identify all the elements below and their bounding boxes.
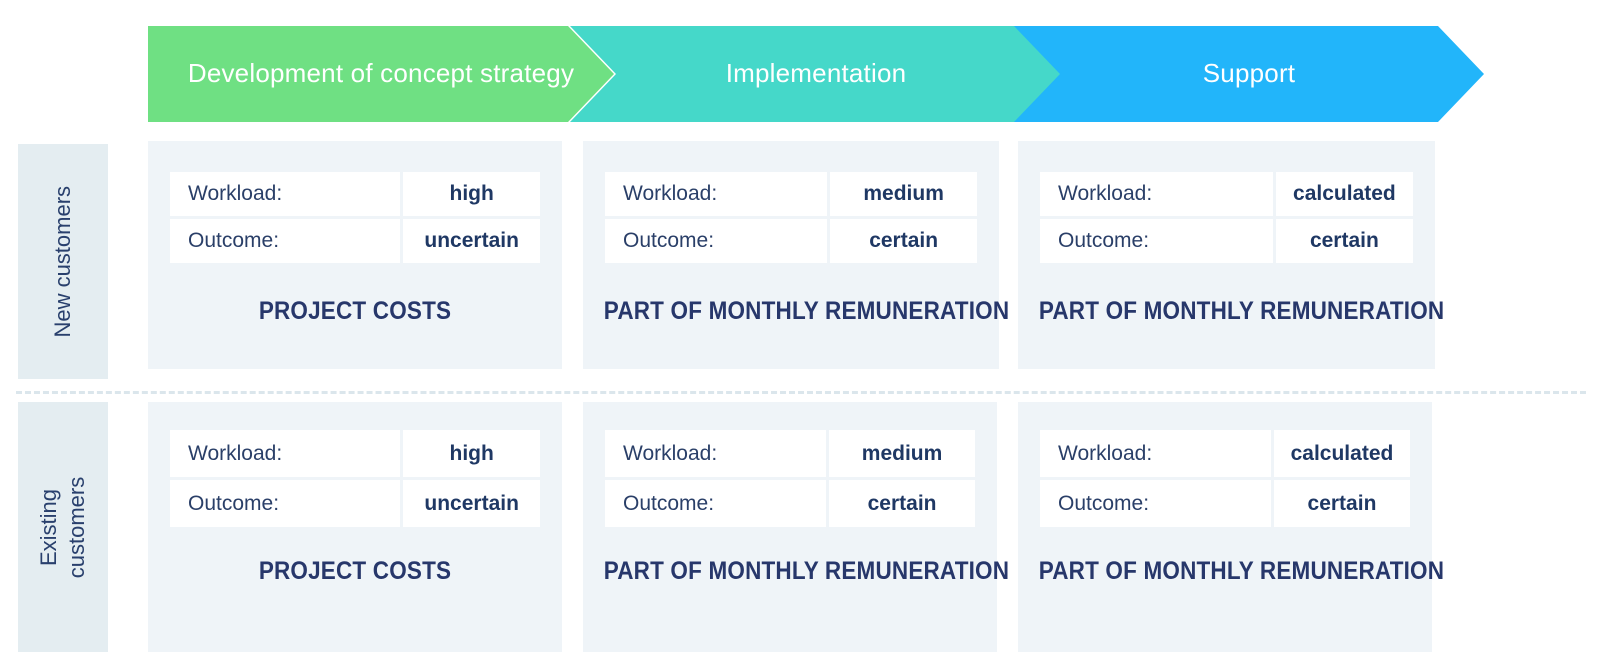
workload-label: Workload:	[605, 430, 827, 477]
outcome-label: Outcome:	[170, 480, 401, 527]
stage-arrow-development[interactable]: Development of concept strategy	[148, 26, 614, 122]
workload-value: medium	[830, 172, 977, 216]
outcome-label: Outcome:	[1040, 480, 1271, 527]
row-label-new-customers: New customers	[18, 144, 108, 379]
stage-arrow-implementation[interactable]: Implementation	[570, 26, 1062, 122]
row-label-new-customers-text: New customers	[50, 185, 76, 338]
outcome-value: certain	[829, 480, 975, 527]
workload-label: Workload:	[170, 430, 401, 477]
stage-label-development: Development of concept strategy	[187, 58, 575, 89]
cell-new-support[interactable]: Workload: calculated Outcome: certain PA…	[1018, 141, 1445, 369]
outcome-value: uncertain	[403, 480, 540, 527]
workload-label: Workload:	[1040, 430, 1271, 477]
stage-arrow-support[interactable]: Support	[1014, 26, 1484, 122]
kv-table: Workload: high Outcome: uncertain	[148, 172, 562, 266]
cell-existing-development[interactable]: Workload: high Outcome: uncertain PROJEC…	[148, 402, 562, 652]
kv-row-workload: Workload: high	[170, 430, 540, 477]
outcome-value: certain	[1273, 480, 1410, 527]
cell-new-implementation[interactable]: Workload: medium Outcome: certain PART O…	[583, 141, 1010, 369]
outcome-label: Outcome:	[605, 480, 827, 527]
kv-table: Workload: medium Outcome: certain	[583, 172, 999, 266]
cell-existing-implementation[interactable]: Workload: medium Outcome: certain PART O…	[583, 402, 1010, 652]
workload-label: Workload:	[605, 172, 828, 216]
kv-row-outcome: Outcome: uncertain	[170, 219, 540, 263]
cell-caption: PART OF MONTHLY REMUNERATION	[1038, 557, 1445, 585]
workload-label: Workload:	[1040, 172, 1273, 216]
workload-value: high	[403, 430, 540, 477]
kv-row-workload: Workload: calculated	[1040, 172, 1413, 216]
outcome-value: certain	[830, 219, 977, 263]
kv-table: Workload: calculated Outcome: certain	[1018, 172, 1435, 266]
workload-label: Workload:	[170, 172, 401, 216]
row-label-existing-customers: Existing customers	[18, 402, 108, 652]
outcome-value: uncertain	[403, 219, 540, 263]
kv-row-workload: Workload: medium	[605, 172, 977, 216]
outcome-value: certain	[1275, 219, 1413, 263]
kv-table: Workload: calculated Outcome: certain	[1018, 430, 1432, 530]
cell-new-development[interactable]: Workload: high Outcome: uncertain PROJEC…	[148, 141, 562, 369]
kv-row-outcome: Outcome: certain	[1040, 480, 1410, 527]
stage-label-support: Support	[1202, 58, 1296, 89]
cell-existing-support[interactable]: Workload: calculated Outcome: certain PA…	[1018, 402, 1445, 652]
row-label-existing-customers-text: Existing customers	[36, 476, 90, 578]
workload-value: high	[403, 172, 540, 216]
workload-value: calculated	[1273, 430, 1410, 477]
cell-caption: PART OF MONTHLY REMUNERATION	[1038, 297, 1445, 325]
outcome-label: Outcome:	[1040, 219, 1273, 263]
stage-label-implementation: Implementation	[725, 58, 907, 89]
kv-row-outcome: Outcome: certain	[605, 480, 975, 527]
cell-caption: PROJECT COSTS	[258, 557, 452, 585]
kv-row-outcome: Outcome: certain	[605, 219, 977, 263]
workload-value: calculated	[1275, 172, 1413, 216]
kv-row-workload: Workload: calculated	[1040, 430, 1410, 477]
outcome-label: Outcome:	[605, 219, 828, 263]
kv-table: Workload: medium Outcome: certain	[583, 430, 997, 530]
kv-row-outcome: Outcome: uncertain	[170, 480, 540, 527]
kv-row-workload: Workload: high	[170, 172, 540, 216]
cell-caption: PART OF MONTHLY REMUNERATION	[603, 297, 1010, 325]
stage-banner: Development of concept strategy Implemen…	[0, 0, 1600, 136]
cell-caption: PROJECT COSTS	[258, 297, 452, 325]
cell-caption: PART OF MONTHLY REMUNERATION	[603, 557, 1010, 585]
row-divider	[16, 391, 1586, 394]
kv-row-workload: Workload: medium	[605, 430, 975, 477]
kv-table: Workload: high Outcome: uncertain	[148, 430, 562, 530]
kv-row-outcome: Outcome: certain	[1040, 219, 1413, 263]
workload-value: medium	[829, 430, 975, 477]
outcome-label: Outcome:	[170, 219, 401, 263]
